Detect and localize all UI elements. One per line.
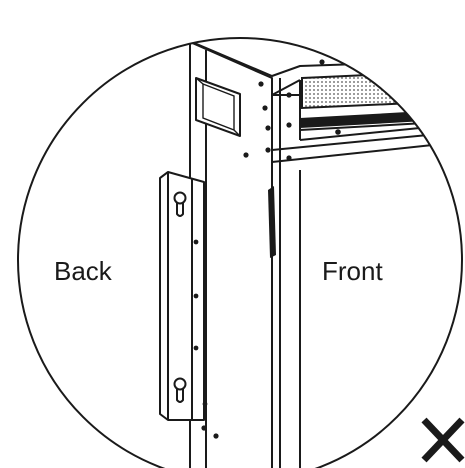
front-label: Front (322, 256, 383, 286)
keyhole-slot-bottom (173, 377, 187, 403)
detail-circle (17, 37, 463, 468)
x-mark-icon (421, 417, 465, 463)
keyhole-slot-top (173, 191, 187, 217)
back-label: Back (54, 256, 113, 286)
filter-mesh (301, 68, 462, 110)
